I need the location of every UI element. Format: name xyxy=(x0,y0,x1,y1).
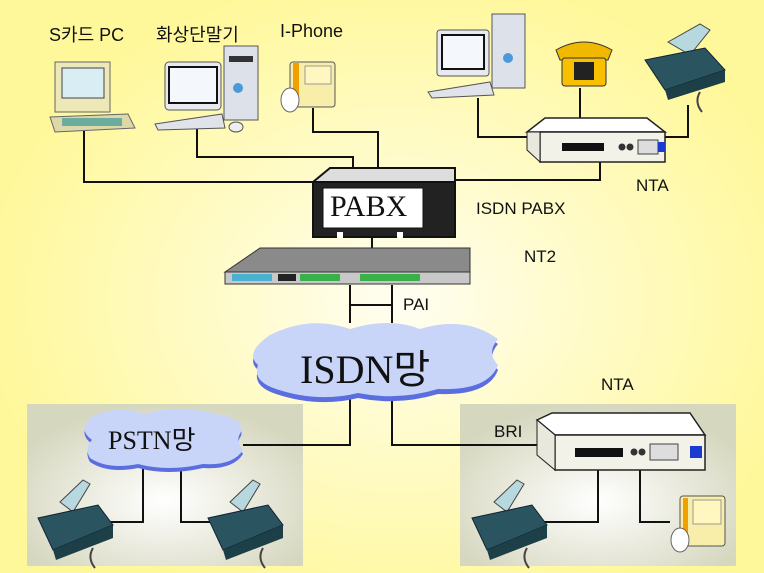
fax-icon xyxy=(471,479,548,569)
nta-bottom-label: NTA xyxy=(601,375,634,394)
isdn-pabx-label: ISDN PABX xyxy=(476,199,566,218)
connection-lines xyxy=(83,88,689,523)
fax-icon xyxy=(37,479,114,569)
fax-icon xyxy=(644,23,726,113)
fax-icon xyxy=(207,479,284,569)
nta-bottom-device xyxy=(535,412,707,472)
s-card-pc-label: S카드 PC xyxy=(49,25,125,45)
pstn-network-label: PSTN망 xyxy=(108,426,196,455)
nta-top-label: NTA xyxy=(636,176,669,195)
isdn-network-label: ISDN망 xyxy=(300,347,431,392)
video-terminal-label: 화상단말기 xyxy=(156,25,239,45)
i-phone-icon xyxy=(670,495,726,553)
i-phone-label: I-Phone xyxy=(280,21,344,41)
nt2-label: NT2 xyxy=(524,247,557,266)
bri-label: BRI xyxy=(494,422,523,441)
pabx-box-label: PABX xyxy=(330,190,408,223)
pstn-cloud xyxy=(84,409,243,472)
nta-top-device xyxy=(524,117,668,164)
pai-label: PAI xyxy=(403,295,430,314)
pabx-device[interactable] xyxy=(310,167,456,238)
nta-pc-icon xyxy=(427,13,526,99)
telephone-icon xyxy=(555,41,613,87)
i-phone-icon xyxy=(280,61,336,113)
s-card-pc-icon xyxy=(49,61,136,133)
video-terminal-icon xyxy=(154,45,259,133)
isdn-cloud xyxy=(253,323,498,403)
nt2-device[interactable] xyxy=(223,247,471,285)
